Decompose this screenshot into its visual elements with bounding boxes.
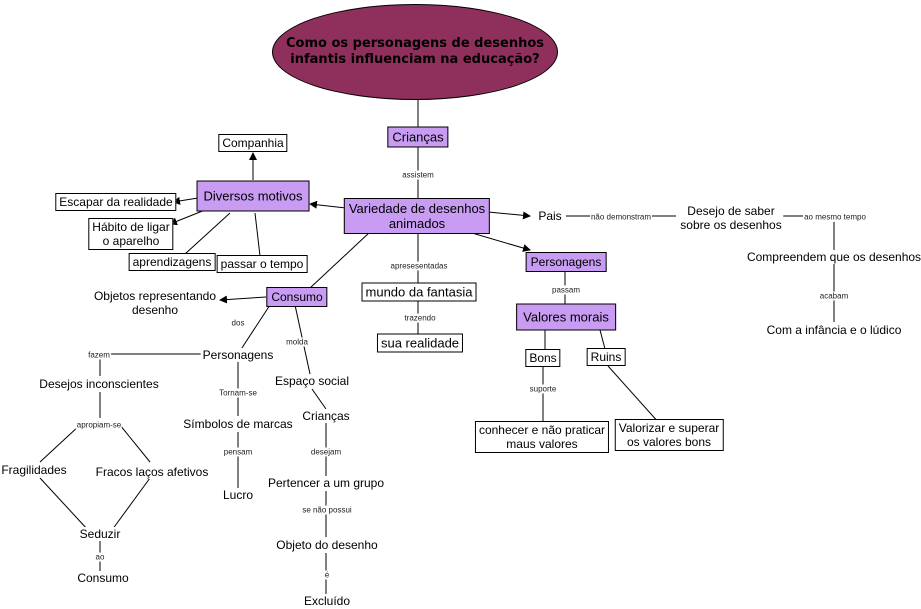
link-label-apropiam-se: apropiam-se [75, 420, 123, 430]
node-ruins: Ruins [586, 348, 626, 366]
link-label-dos: dos [230, 318, 246, 328]
link-label-assistem: assistem [401, 170, 435, 180]
central-question-node: Como os personagens de desenhos infantis… [272, 4, 558, 100]
link-label-ao: ao [94, 552, 106, 562]
node-personagens-right: Personagens [525, 252, 607, 272]
node-conhecer: conhecer e não praticar maus valores [474, 421, 610, 453]
link-label-molda: molda [285, 337, 309, 347]
link-label-tornam-se: Tornam-se [218, 388, 258, 398]
node-objetos-representando: Objetos representando desenho [91, 289, 219, 317]
node-consumo-bottom: Consumo [75, 571, 131, 585]
link-label-nao-demonstram: não demonstram [589, 212, 653, 222]
node-escapar-realidade: Escapar da realidade [55, 193, 177, 211]
node-infancia-ludico: Com a infância e o lúdico [764, 323, 904, 337]
node-sua-realidade: sua realidade [376, 333, 464, 353]
link-label-e: é [323, 570, 331, 580]
link-label-passam: passam [550, 285, 582, 295]
link-label-apresesentadas: apresesentadas [389, 261, 449, 271]
node-criancas-bottom: Crianças [300, 409, 352, 423]
link-label-trazendo: trazendo [403, 313, 437, 323]
node-pais: Pais [536, 209, 564, 223]
node-variedade-desenhos: Variedade de desenhos animados [343, 198, 491, 234]
node-habito-ligar: Hábito de ligar o aparelho [88, 218, 174, 250]
link-label-se-nao-possui: se não possui [301, 505, 353, 515]
node-compreendem: Compreendem que os desenhos [744, 250, 921, 264]
node-excluido: Excluído [301, 594, 353, 608]
node-fragilidades: Fragilidades [0, 463, 69, 477]
node-companhia: Companhia [218, 134, 288, 152]
link-label-pensam: pensam [222, 447, 254, 457]
node-simbolos-marcas: Símbolos de marcas [181, 417, 295, 431]
node-fracos-lacos: Fracos laços afetivos [93, 465, 211, 479]
link-label-suporte: suporte [528, 384, 558, 394]
node-mundo-fantasia: mundo da fantasia [361, 282, 477, 302]
node-valores-morais: Valores morais [516, 303, 616, 331]
node-aprendizagens: aprendizagens [128, 253, 216, 271]
link-label-acabam: acabam [818, 291, 850, 301]
node-valorizar: Valorizar e superar os valores bons [614, 419, 724, 451]
link-label-fazem: fazem [87, 350, 111, 360]
node-bons: Bons [525, 349, 561, 367]
node-espaco-social: Espaço social [272, 374, 352, 388]
link-label-ao-mesmo-tempo: ao mesmo tempo [803, 212, 867, 222]
node-pertencer-grupo: Pertencer a um grupo [265, 476, 387, 490]
node-desejo-saber: Desejo de saber sobre os desenhos [678, 204, 784, 232]
link-label-desejam: desejam [309, 447, 343, 457]
central-question-text: Como os personagens de desenhos infantis… [285, 36, 545, 67]
node-diversos-motivos: Diversos motivos [196, 180, 310, 212]
node-criancas-top: Crianças [387, 126, 449, 148]
node-objeto-desenho: Objeto do desenho [274, 538, 380, 552]
node-personagens-left: Personagens [200, 348, 276, 362]
node-passar-tempo: passar o tempo [216, 255, 308, 273]
node-desejos-inconscientes: Desejos inconscientes [37, 377, 161, 391]
node-seduzir: Seduzir [77, 527, 123, 541]
node-consumo-purple: Consumo [266, 287, 328, 307]
node-lucro: Lucro [220, 488, 256, 502]
